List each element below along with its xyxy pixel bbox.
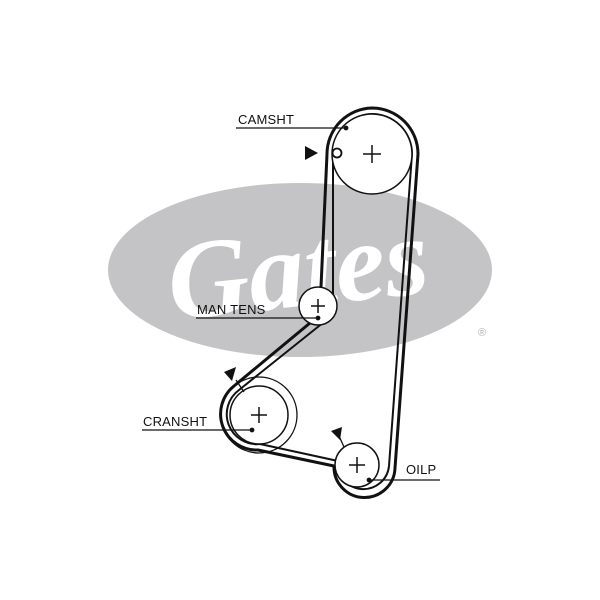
oil-pump-timing-arrow-icon [331, 427, 342, 440]
camshaft-timing-arrow-icon [305, 146, 318, 160]
camshaft-timing-mark-icon [331, 147, 343, 159]
crankshaft-label: CRANSHT [143, 414, 207, 429]
camshaft-pulley [305, 113, 413, 195]
crankshaft-timing-arrow-icon [224, 367, 236, 381]
crankshaft-leader-dot [249, 427, 255, 433]
callouts [142, 125, 440, 483]
camshaft-leader-dot [343, 125, 349, 131]
tensioner-label: MAN TENS [197, 302, 266, 317]
oil-pump-leader-dot [366, 477, 372, 483]
crankshaft-outer-flange [220, 376, 298, 454]
camshaft-label: CAMSHT [238, 112, 294, 127]
belt-outer-line [219, 106, 420, 499]
tensioner-leader-dot [315, 315, 321, 321]
gates-watermark: Gates ® [108, 183, 492, 357]
oil-pump-pulley [331, 427, 380, 488]
tensioner-pulley [298, 286, 338, 326]
oil-pump-label: OILP [406, 462, 436, 477]
registered-mark: ® [478, 327, 486, 339]
crankshaft-timing-line [235, 379, 245, 393]
watermark-oval [108, 183, 492, 357]
watermark-brand-text: Gates [161, 194, 434, 345]
